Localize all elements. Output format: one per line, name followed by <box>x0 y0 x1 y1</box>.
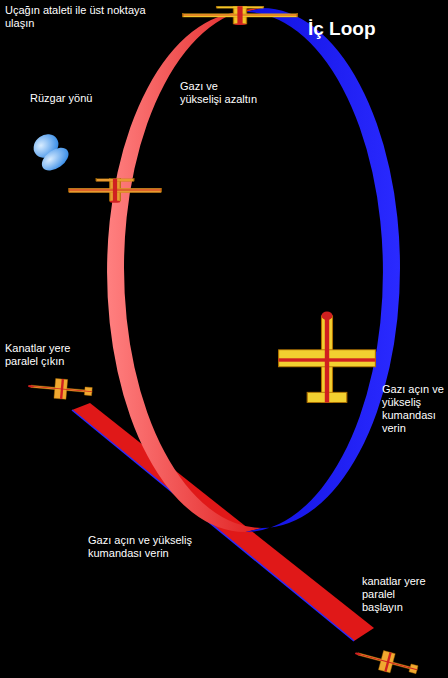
airplane-exit <box>27 376 93 401</box>
diagram-title: İç Loop <box>308 18 376 40</box>
band-edge <box>72 410 354 641</box>
annotation-label: Uçağın ataleti ile üst noktaya ulaşın <box>5 4 175 30</box>
airplane-climbing <box>279 312 376 403</box>
annotation-label: kanatlar yere paralel başlayın <box>362 575 434 614</box>
annotation-label: Kanatlar yere paralel çıkın <box>5 342 100 368</box>
annotation-label: Gazı açın ve yükseliş kumandası verin <box>88 534 208 560</box>
airplane-descending <box>69 179 161 203</box>
annotation-label: Gazı açın ve yükseliş kumandası verin <box>382 383 448 435</box>
wind-cone <box>38 143 73 175</box>
annotation-label: Gazı ve yükselişi azaltın <box>180 80 260 106</box>
annotation-label: Rüzgar yönü <box>30 92 120 105</box>
loop-ribbon-left <box>107 8 262 532</box>
airplane-entry <box>352 644 419 678</box>
loop-ribbon-right <box>245 8 400 532</box>
airplane-top <box>183 6 297 25</box>
wind-direction-icon <box>27 128 72 175</box>
